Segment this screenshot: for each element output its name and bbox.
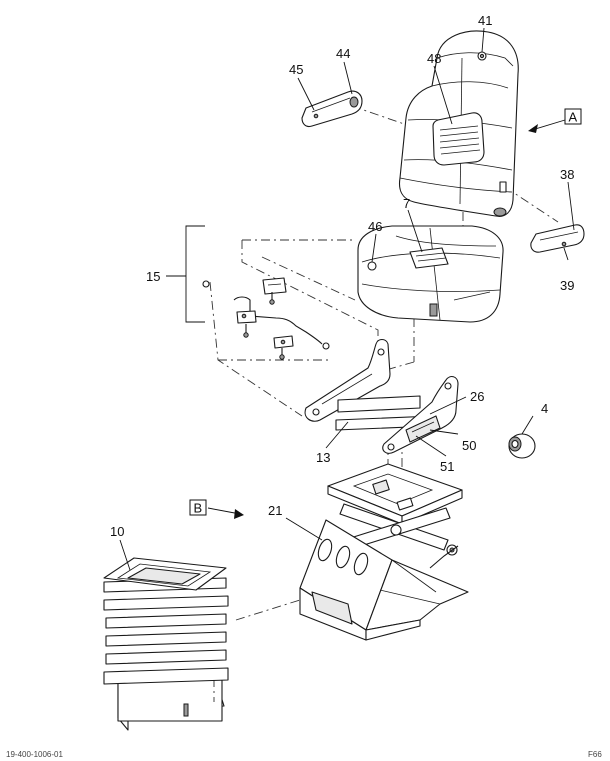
seat-frame xyxy=(304,338,459,454)
adjustment-knob xyxy=(508,433,536,459)
leader-lines xyxy=(119,27,575,571)
callout-15: 15 xyxy=(146,269,160,284)
suspension-boot xyxy=(103,557,229,731)
callout-labels: 41 44 45 48 38 39 7 46 15 4 26 50 51 13 … xyxy=(110,13,574,539)
sheet-code: F66 xyxy=(588,750,602,759)
callout-4: 4 xyxy=(541,401,548,416)
view-label-b-text: B xyxy=(194,501,203,516)
callout-10: 10 xyxy=(110,524,124,539)
callout-13: 13 xyxy=(316,450,330,465)
lumbar-pad xyxy=(432,112,485,166)
callout-39: 39 xyxy=(560,278,574,293)
view-label-a-text: A xyxy=(569,110,578,125)
right-armrest xyxy=(530,224,585,253)
callout-44: 44 xyxy=(336,46,350,61)
seat-cushion xyxy=(357,225,504,323)
suspension-assembly xyxy=(299,463,469,641)
left-armrest xyxy=(301,90,363,128)
callout-51: 51 xyxy=(440,459,454,474)
callout-48: 48 xyxy=(427,51,441,66)
callout-46: 46 xyxy=(368,219,382,234)
view-label-a: A xyxy=(564,108,582,125)
seat-back xyxy=(398,30,519,217)
drawing-id: 19-400-1006-01 xyxy=(6,750,63,759)
hardware-kit xyxy=(166,225,330,360)
callout-7: 7 xyxy=(403,196,410,211)
callout-41: 41 xyxy=(478,13,492,28)
callout-26: 26 xyxy=(470,389,484,404)
boot-folds xyxy=(103,577,229,685)
callout-21: 21 xyxy=(268,503,282,518)
callout-45: 45 xyxy=(289,62,303,77)
callout-38: 38 xyxy=(560,167,574,182)
view-label-b: B xyxy=(189,499,207,516)
callout-50: 50 xyxy=(462,438,476,453)
